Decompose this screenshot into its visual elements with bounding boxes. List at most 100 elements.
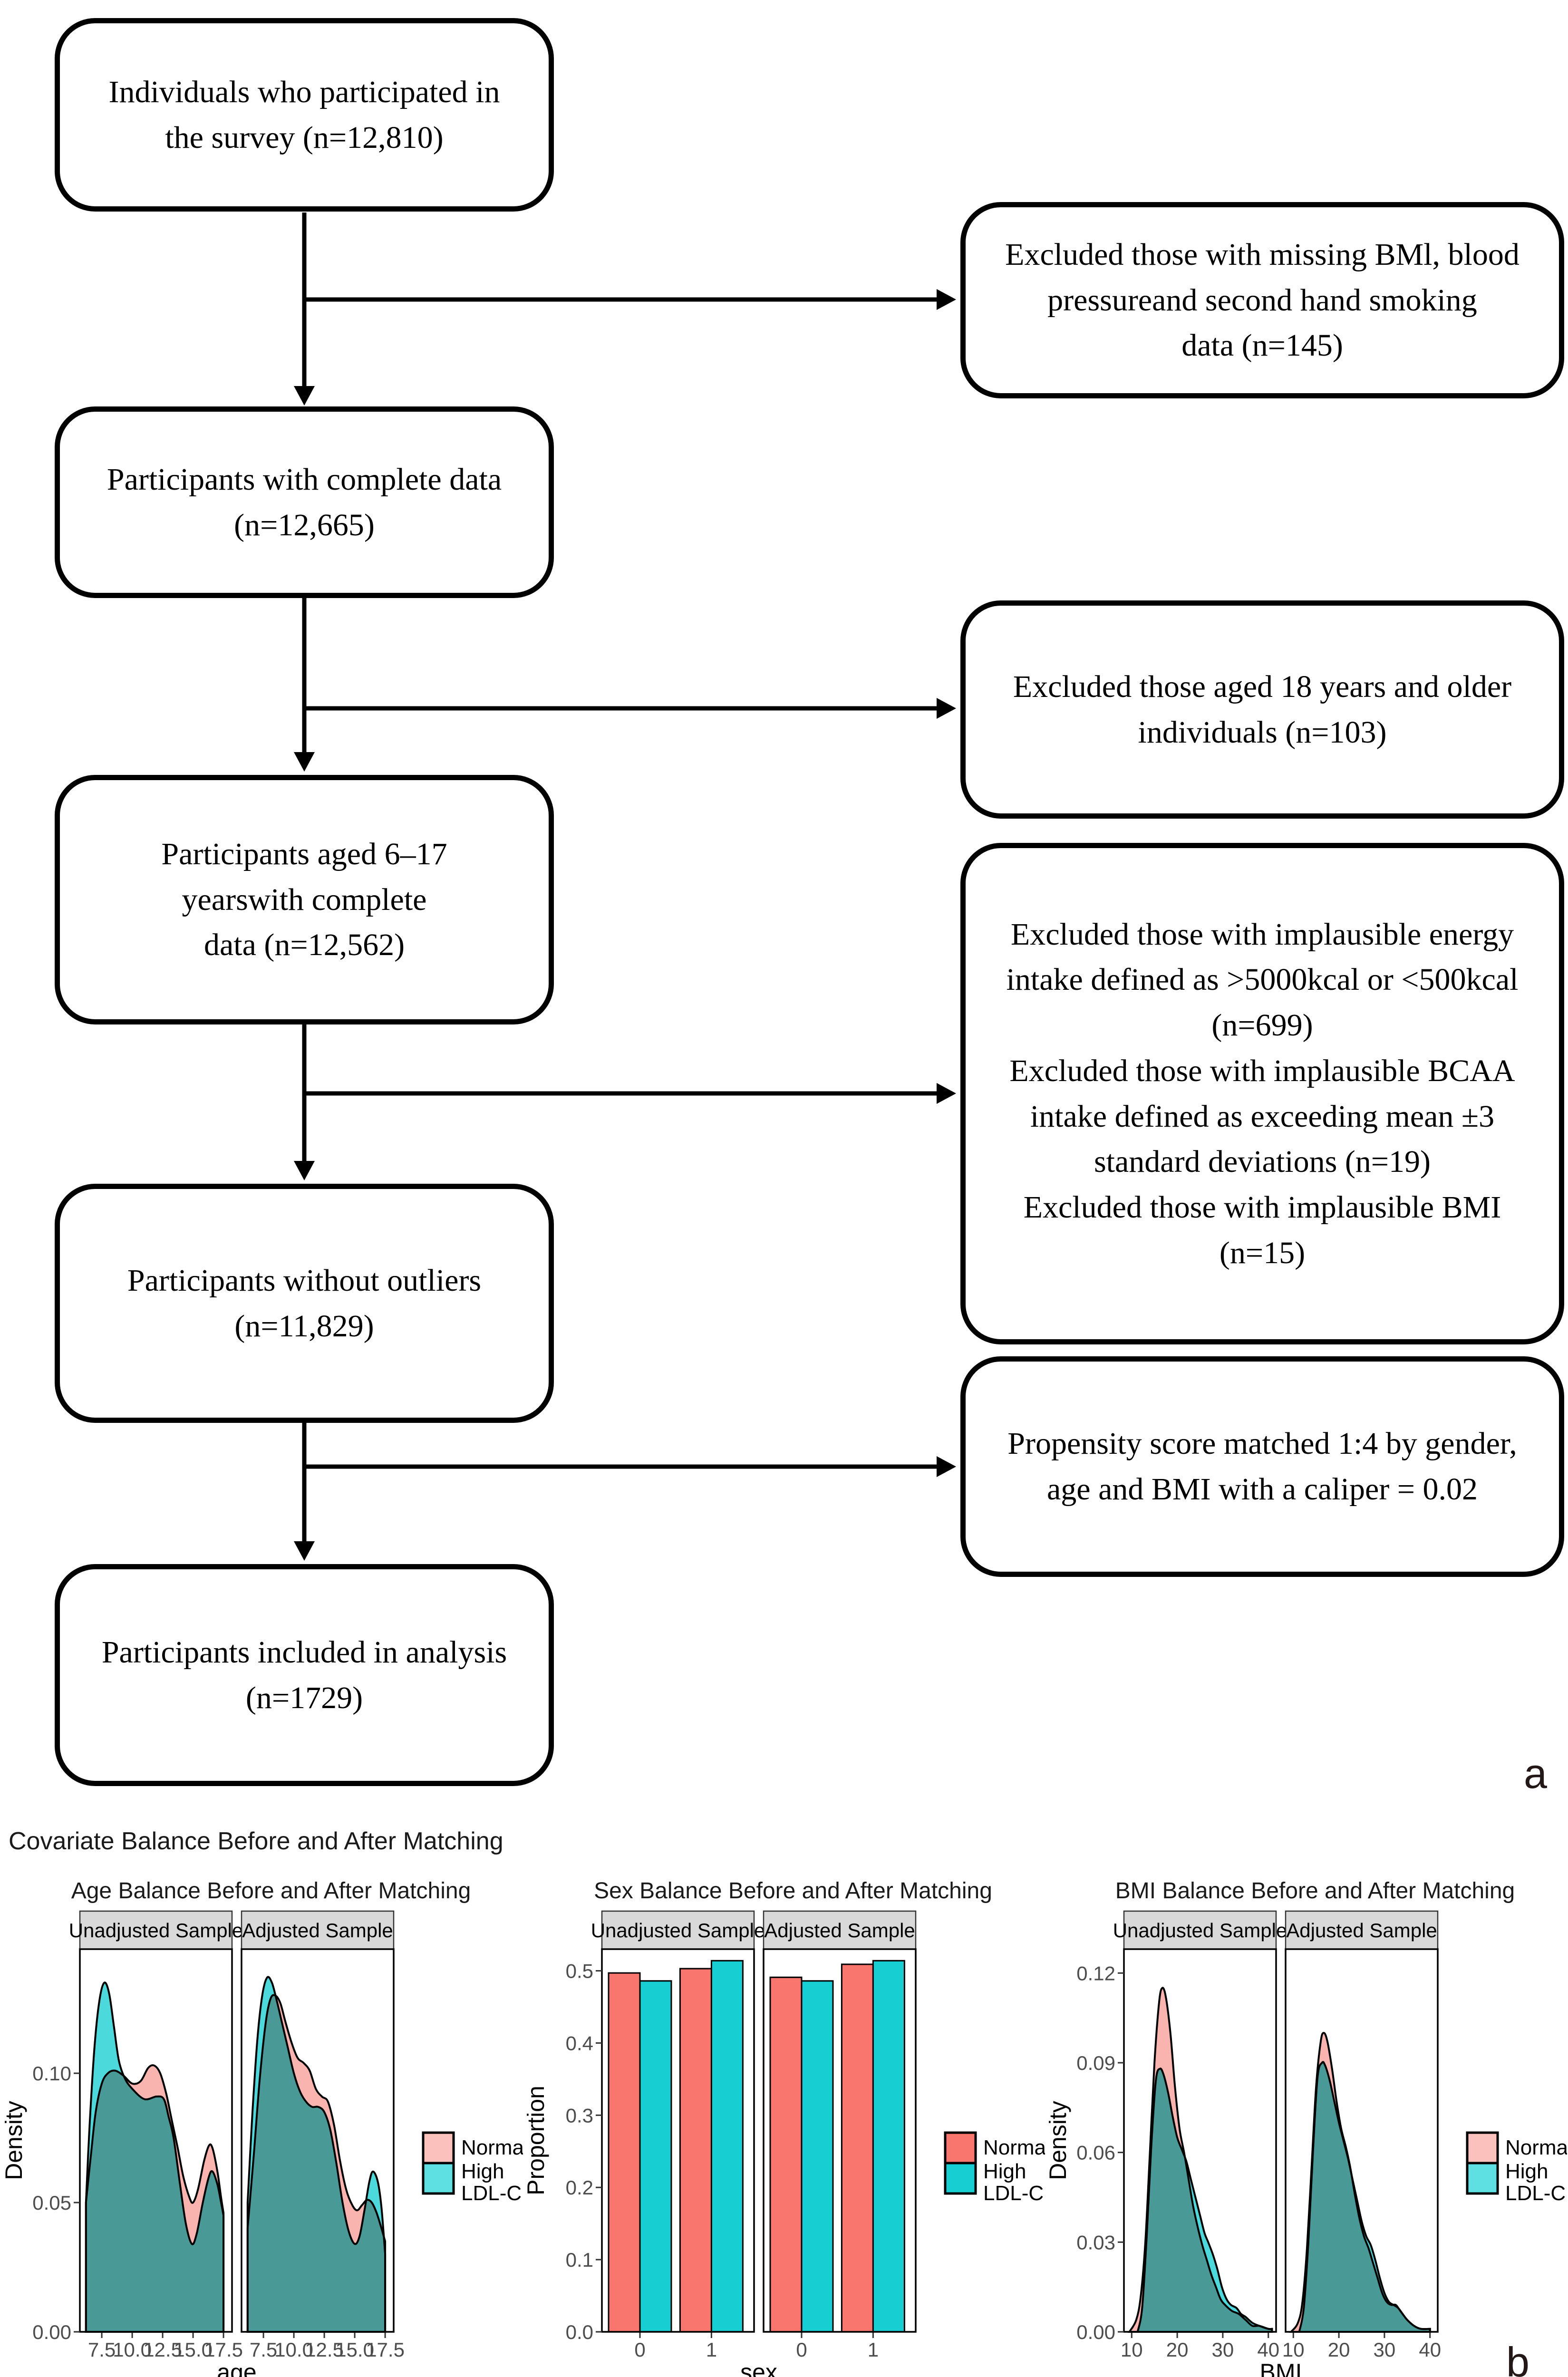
- facet-strip: [601, 1910, 755, 1950]
- legend-label-ldl-c: LDL-C: [461, 2182, 522, 2205]
- density-area-high-ldl-c: [86, 1982, 224, 2332]
- flow-box-without-outliers: Participants without outliers (n=11,829): [55, 1184, 554, 1423]
- y-tick-label: 0.3: [566, 2104, 593, 2126]
- x-tick-label: 7.5: [250, 2338, 277, 2361]
- panel-label-b: b: [1506, 2338, 1529, 2377]
- legend-label-normal: Normal: [461, 2136, 523, 2159]
- x-axis-label: sex: [740, 2359, 777, 2377]
- y-axis-label: Proportion: [527, 2086, 549, 2195]
- x-tick-label: 15.0: [174, 2338, 213, 2361]
- y-tick-label: 0.05: [32, 2192, 71, 2214]
- x-tick-label: 30: [1374, 2338, 1396, 2361]
- bar-high-ldl-c-sex-0: [801, 1980, 834, 2333]
- legend-label-high: High: [983, 2160, 1026, 2183]
- facet-strip-label: Adjusted Sample: [242, 1919, 393, 1942]
- facet-strip: [241, 1910, 395, 1950]
- chart-title: Sex Balance Before and After Matching: [594, 1878, 992, 1904]
- facet-strip-label: Adjusted Sample: [1286, 1919, 1437, 1942]
- x-tick-label: 10.0: [113, 2338, 152, 2361]
- bar-normal-sex-1: [679, 1968, 712, 2333]
- y-tick-label: 0.10: [32, 2062, 71, 2085]
- charts-main-title: Covariate Balance Before and After Match…: [9, 1827, 503, 1855]
- x-tick-label: 20: [1166, 2338, 1189, 2361]
- facet-strip-label: Unadjusted Sample: [1113, 1919, 1287, 1942]
- facet-strip-label: Unadjusted Sample: [69, 1919, 243, 1942]
- x-tick-label: 1: [868, 2338, 879, 2361]
- density-area-high-ldl-c: [1299, 2062, 1430, 2332]
- legend-label-high: High: [1505, 2160, 1549, 2183]
- chart-bmi-svg: BMI Balance Before and After MatchingDen…: [1045, 1878, 1568, 2377]
- legend-label-normal: Normal: [983, 2136, 1045, 2159]
- bar-normal-sex-1: [841, 1963, 874, 2333]
- chart-title: Age Balance Before and After Matching: [71, 1878, 471, 1904]
- y-tick-label: 0.12: [1076, 1962, 1115, 1984]
- y-tick-label: 0.06: [1076, 2142, 1115, 2164]
- panel-border: [1285, 1948, 1439, 2333]
- y-tick-label: 0.09: [1076, 2052, 1115, 2074]
- y-tick-label: 0.1: [566, 2249, 593, 2271]
- x-tick-label: 30: [1212, 2338, 1234, 2361]
- chart-age-svg: Age Balance Before and After MatchingDen…: [0, 1878, 529, 2377]
- x-tick-label: 1: [706, 2338, 717, 2361]
- panel-border: [763, 1948, 917, 2333]
- density-outline: [1136, 2068, 1273, 2333]
- bar-high-ldl-c-sex-0: [639, 1980, 672, 2333]
- flow-box-excluded-implausible: Excluded those with implausible energy i…: [960, 843, 1564, 1344]
- legend-label-ldl-c: LDL-C: [1505, 2182, 1566, 2205]
- y-tick-label: 0.4: [566, 2032, 593, 2054]
- bar-normal-sex-0: [608, 1972, 641, 2333]
- chart-title: BMI Balance Before and After Matching: [1115, 1878, 1515, 1904]
- panel-label-a: a: [1524, 1750, 1547, 1797]
- flow-box-complete-data: Participants with complete data (n=12,66…: [55, 406, 554, 598]
- flow-box-excluded-age: Excluded those aged 18 years and older i…: [960, 600, 1564, 819]
- flow-box-excluded-missing: Excluded those with missing BMl, blood p…: [960, 202, 1564, 398]
- y-tick-label: 0.00: [1076, 2321, 1115, 2343]
- density-outline: [85, 2064, 225, 2333]
- legend-label-normal: Normal: [1505, 2136, 1567, 2159]
- facet-strip-label: Adjusted Sample: [764, 1919, 915, 1942]
- y-axis-label: Density: [5, 2101, 27, 2180]
- panel-border: [241, 1948, 395, 2333]
- x-tick-label: 0: [634, 2338, 645, 2361]
- legend-swatch-high-ldl-c: [422, 2162, 455, 2195]
- facet-strip: [1123, 1910, 1277, 1950]
- x-tick-label: 10: [1121, 2338, 1143, 2361]
- x-tick-label: 12.5: [305, 2338, 344, 2361]
- x-tick-label: 10: [1282, 2338, 1305, 2361]
- x-tick-label: 40: [1257, 2338, 1279, 2361]
- density-outline: [1128, 1987, 1273, 2333]
- flow-box-included-analysis: Participants included in analysis (n=172…: [55, 1564, 554, 1786]
- density-outline: [1298, 2061, 1431, 2333]
- legend-swatch-normal: [1466, 2131, 1499, 2164]
- y-tick-label: 0.5: [566, 1960, 593, 1982]
- legend-label-high: High: [461, 2160, 504, 2183]
- legend-swatch-high-ldl-c: [944, 2162, 977, 2195]
- flowchart-arrows: [294, 213, 956, 1561]
- x-tick-label: 0: [796, 2338, 807, 2361]
- legend-swatch-normal: [422, 2131, 455, 2164]
- y-tick-label: 0.03: [1076, 2231, 1115, 2253]
- density-outline: [246, 1976, 387, 2333]
- x-tick-label: 12.5: [143, 2338, 182, 2361]
- y-tick-label: 0.2: [566, 2176, 593, 2199]
- x-tick-label: 10.0: [274, 2338, 313, 2361]
- x-tick-label: 15.0: [335, 2338, 374, 2361]
- bar-high-ldl-c-sex-1: [710, 1960, 744, 2333]
- flow-box-survey: Individuals who participated in the surv…: [55, 18, 554, 212]
- density-area-high-ldl-c: [247, 1977, 386, 2332]
- facet-strip-label: Unadjusted Sample: [591, 1919, 765, 1942]
- density-area-high-ldl-c: [1137, 2068, 1272, 2332]
- panel-border: [601, 1948, 755, 2333]
- legend-label-ldl-c: LDL-C: [983, 2182, 1044, 2205]
- x-tick-label: 20: [1328, 2338, 1350, 2361]
- bar-high-ldl-c-sex-1: [872, 1960, 905, 2333]
- density-outline: [85, 1981, 225, 2333]
- x-tick-label: 17.5: [204, 2338, 243, 2361]
- panel-border: [1123, 1948, 1277, 2333]
- x-axis-label: BMI: [1260, 2359, 1302, 2377]
- x-tick-label: 7.5: [88, 2338, 116, 2361]
